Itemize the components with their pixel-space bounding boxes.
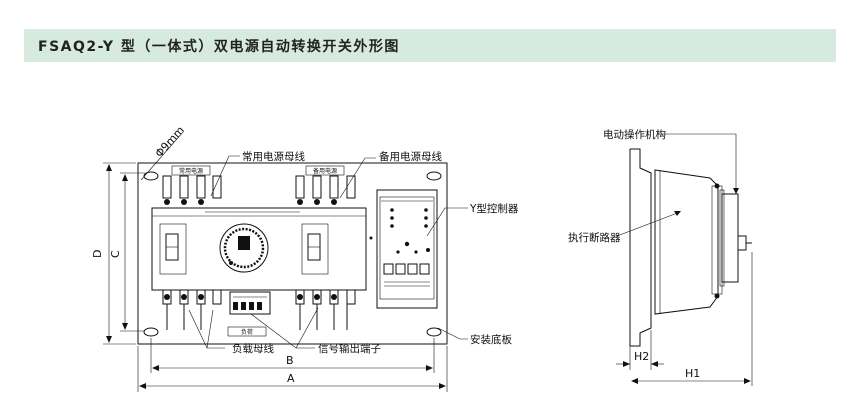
callout-controller: Y型控制器 [469, 202, 519, 215]
svg-text:H2: H2 [634, 350, 649, 363]
callout-base-plate: 安装底板 [470, 333, 512, 346]
title-band: FSAQ2-Y 型（一体式）双电源自动转换开关外形图 [24, 29, 836, 62]
svg-text:C: C [109, 250, 122, 258]
callout-main-bus: 常用电源母线 [242, 150, 305, 163]
label-plate-main [171, 165, 211, 176]
callout-load-bus: 负载母线 [232, 342, 274, 355]
page-title: FSAQ2-Y 型（一体式）双电源自动转换开关外形图 [38, 39, 400, 55]
load-cables [166, 304, 348, 330]
mounting-hole [426, 327, 442, 337]
label-backup-source: 备用电源 [313, 167, 337, 175]
dim-H2: H2 [616, 330, 664, 370]
switch-body [151, 207, 367, 291]
y-controller-panel [376, 189, 438, 309]
operator-housing [721, 193, 739, 283]
callout-operator: 电动操作机构 [603, 128, 666, 141]
callout-signal-terminal: 信号输出端子 [318, 342, 381, 355]
svg-text:D: D [91, 250, 104, 258]
controller-buttons [383, 263, 430, 287]
callout-breaker: 执行断路器 [568, 231, 621, 244]
label-load: 负荷 [241, 328, 253, 336]
callout-backup-bus: 备用电源母线 [379, 150, 442, 163]
label-plate-load [227, 326, 267, 337]
signal-terminal-block [229, 291, 271, 315]
base-plate [137, 162, 448, 345]
dim-A: A [137, 346, 448, 392]
label-plate-backup [305, 165, 345, 176]
label-main-source: 常用电源 [179, 167, 203, 175]
breaker-side-body [654, 169, 719, 315]
operator-shaft [737, 235, 747, 251]
svg-text:A: A [287, 372, 295, 385]
main-busbars [162, 175, 222, 205]
mounting-hole [143, 327, 159, 337]
knob-grip [238, 236, 250, 250]
breaker-right [301, 223, 329, 275]
mounting-hole [426, 171, 442, 181]
backup-busbars [295, 175, 356, 205]
dim-C: C [109, 172, 145, 332]
dim-D: D [91, 162, 136, 345]
svg-text:B: B [286, 354, 294, 367]
controller-indicators [390, 208, 430, 254]
svg-text:H1: H1 [685, 367, 700, 380]
hole-diameter-label: Φ9mm [153, 124, 187, 160]
mounting-hole [143, 171, 159, 181]
transfer-knob [219, 223, 269, 273]
breaker-left [159, 223, 187, 275]
dim-B: B [150, 338, 435, 373]
dim-H1: H1 [631, 252, 753, 386]
side-view: 电动操作机构 执行断路器 H2 H1 [568, 128, 753, 386]
front-view: 常用电源 备用电源 负荷 [91, 124, 519, 392]
